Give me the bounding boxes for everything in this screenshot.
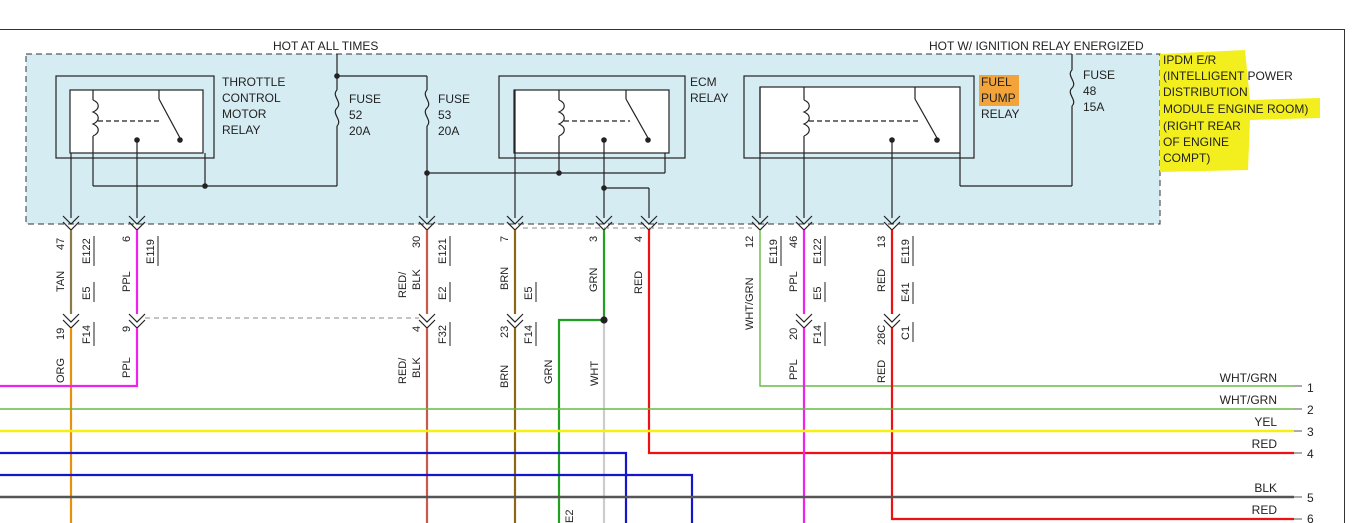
right-wire-stubs bbox=[1294, 385, 1302, 520]
svg-text:23: 23 bbox=[499, 326, 511, 338]
svg-text:GRN: GRN bbox=[588, 268, 600, 293]
svg-text:RED: RED bbox=[1252, 503, 1278, 517]
svg-text:7: 7 bbox=[499, 236, 511, 242]
svg-text:RED/: RED/ bbox=[397, 357, 409, 384]
svg-text:TAN: TAN bbox=[55, 271, 67, 292]
svg-text:PPL: PPL bbox=[121, 357, 133, 378]
svg-text:20: 20 bbox=[788, 328, 800, 340]
fp-relay-contact2 bbox=[889, 137, 895, 143]
svg-text:RED/: RED/ bbox=[397, 271, 409, 298]
svg-text:PPL: PPL bbox=[788, 359, 800, 380]
fuel-pump-highlight bbox=[979, 75, 1019, 106]
svg-text:19: 19 bbox=[55, 328, 67, 340]
svg-text:28C: 28C bbox=[876, 325, 888, 345]
svg-text:3: 3 bbox=[1307, 425, 1314, 439]
svg-text:46: 46 bbox=[788, 236, 800, 248]
svg-text:C1: C1 bbox=[900, 326, 912, 340]
svg-text:4: 4 bbox=[1307, 447, 1314, 461]
ecm-relay bbox=[498, 75, 686, 218]
hot-at-all-times-label: HOT AT ALL TIMES bbox=[273, 39, 378, 53]
right-wire-labels: WHT/GRN 1 WHT/GRN 2 YEL 3 RED 4 BLK 5 RE… bbox=[1220, 371, 1314, 523]
supply-bus bbox=[205, 54, 1073, 218]
wires bbox=[0, 230, 1294, 523]
svg-text:3: 3 bbox=[588, 236, 600, 242]
ecm-relay-contact2 bbox=[601, 137, 607, 143]
ecm-relay-contact bbox=[645, 137, 651, 143]
svg-text:1: 1 bbox=[1307, 381, 1314, 395]
svg-text:E41: E41 bbox=[900, 282, 912, 302]
svg-text:BRN: BRN bbox=[499, 267, 511, 290]
svg-text:BLK: BLK bbox=[411, 357, 423, 378]
svg-text:PPL: PPL bbox=[121, 271, 133, 292]
grn-splice-dot bbox=[600, 316, 608, 324]
svg-text:WHT: WHT bbox=[589, 361, 601, 386]
svg-text:YEL: YEL bbox=[1254, 415, 1277, 429]
svg-text:2: 2 bbox=[1307, 403, 1314, 417]
svg-text:9: 9 bbox=[121, 326, 133, 332]
ipdm-highlight bbox=[1160, 50, 1320, 172]
connector-symbols bbox=[62, 215, 901, 329]
svg-text:E2: E2 bbox=[564, 510, 576, 523]
svg-text:F32: F32 bbox=[437, 325, 449, 344]
fp-relay-contact bbox=[934, 137, 940, 143]
svg-text:GRN: GRN bbox=[543, 360, 555, 385]
svg-text:RED: RED bbox=[876, 360, 888, 383]
svg-text:E121: E121 bbox=[437, 238, 449, 264]
svg-text:E119: E119 bbox=[900, 239, 912, 264]
svg-text:4: 4 bbox=[633, 236, 645, 242]
svg-text:6: 6 bbox=[121, 236, 133, 242]
svg-text:BLK: BLK bbox=[411, 269, 423, 290]
svg-text:RED: RED bbox=[876, 269, 888, 292]
svg-text:12: 12 bbox=[744, 236, 756, 248]
tcm-relay-contact bbox=[177, 137, 183, 143]
svg-text:E119: E119 bbox=[768, 239, 780, 264]
svg-text:E119: E119 bbox=[145, 239, 157, 264]
svg-text:WHT/GRN: WHT/GRN bbox=[1220, 371, 1277, 385]
svg-text:5: 5 bbox=[1307, 491, 1314, 505]
svg-text:4: 4 bbox=[411, 326, 423, 332]
svg-text:F14: F14 bbox=[81, 325, 93, 344]
fuse-48-icon bbox=[1069, 69, 1075, 107]
svg-text:F14: F14 bbox=[523, 325, 535, 344]
svg-text:BLK: BLK bbox=[1254, 481, 1277, 495]
svg-text:WHT/GRN: WHT/GRN bbox=[1220, 393, 1277, 407]
connector-underlines bbox=[93, 236, 914, 346]
fuse-53-icon bbox=[424, 89, 430, 127]
svg-text:BRN: BRN bbox=[499, 365, 511, 388]
svg-text:E122: E122 bbox=[812, 238, 824, 264]
svg-text:PPL: PPL bbox=[788, 271, 800, 292]
svg-text:E5: E5 bbox=[81, 287, 93, 300]
svg-text:ORG: ORG bbox=[55, 358, 67, 383]
fuse-52-icon bbox=[334, 89, 340, 127]
fuel-pump-relay bbox=[743, 75, 975, 218]
svg-text:E5: E5 bbox=[523, 287, 535, 300]
svg-text:WHT/GRN: WHT/GRN bbox=[744, 277, 756, 330]
svg-text:13: 13 bbox=[876, 236, 888, 248]
svg-text:6: 6 bbox=[1307, 512, 1314, 523]
svg-text:E5: E5 bbox=[812, 287, 824, 300]
svg-text:30: 30 bbox=[411, 236, 423, 248]
svg-text:E2: E2 bbox=[437, 287, 449, 300]
svg-text:E122: E122 bbox=[81, 238, 93, 264]
pin-labels: 47 E122 TAN E5 19 F14 ORG 6 E119 PPL 9 P… bbox=[55, 236, 912, 523]
hot-ignition-label: HOT W/ IGNITION RELAY ENERGIZED bbox=[929, 39, 1144, 53]
svg-text:RED: RED bbox=[1252, 437, 1278, 451]
svg-text:RED: RED bbox=[633, 271, 645, 294]
tcm-relay-contact2 bbox=[134, 137, 140, 143]
svg-text:47: 47 bbox=[55, 238, 67, 250]
svg-text:F14: F14 bbox=[812, 325, 824, 344]
